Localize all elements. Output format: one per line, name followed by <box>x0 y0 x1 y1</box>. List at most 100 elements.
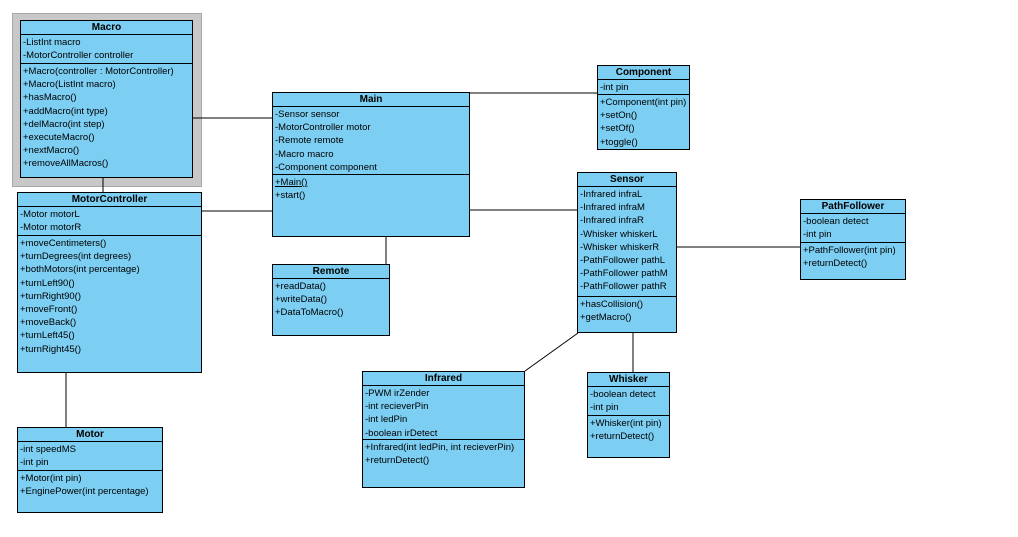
member-line: -PathFollower pathR <box>580 281 667 293</box>
class-title: Macro <box>21 21 192 35</box>
class-methods: +Whisker(int pin) +returnDetect() <box>588 415 669 457</box>
member-line: -Component component <box>275 161 377 173</box>
member-line: +hasMacro() <box>23 92 77 104</box>
member-line: +Main() <box>275 177 308 188</box>
class-attributes: -int speedMS-int pin <box>18 442 162 470</box>
member-line: +turnDegrees(int degrees) <box>20 251 132 263</box>
member-line: -int pin <box>600 82 629 93</box>
member-line: +PathFollower(int pin) <box>803 245 896 256</box>
member-line: -PathFollower pathM <box>580 268 668 280</box>
association-sensor-infrared[interactable] <box>524 332 579 372</box>
class-title: Motor <box>18 428 162 442</box>
member-line: +returnDetect() <box>365 455 430 467</box>
class-box-macro[interactable]: Macro -ListInt macro -MotorController con… <box>20 20 193 178</box>
class-methods: +Infrared(int ledPin, int recieverPin) +r… <box>363 439 524 487</box>
class-box-motorcontroller[interactable]: MotorController -Motor motorL-Motor moto… <box>17 192 202 373</box>
class-title: Remote <box>273 265 389 279</box>
member-line: -int pin <box>590 402 619 414</box>
class-attributes: -Sensor sensor -MotorController motor-Rem… <box>273 107 469 174</box>
member-line: +turnRight90() <box>20 290 81 302</box>
member-line: -Infrared infraM <box>580 202 645 214</box>
class-title: MotorController <box>18 193 201 207</box>
member-line: +readData() <box>275 281 326 292</box>
member-line: +toggle() <box>600 136 638 148</box>
class-methods: +Macro(controller : MotorController) +Mac… <box>21 63 192 177</box>
member-line: -PathFollower pathL <box>580 255 666 267</box>
class-attributes: -boolean detect -int pin <box>801 214 905 242</box>
class-methods: +Main() +start() <box>273 174 469 236</box>
member-line: +getMacro() <box>580 312 632 324</box>
member-line: -Whisker whiskerL <box>580 228 658 240</box>
class-attributes: -ListInt macro -MotorController controlle… <box>21 35 192 63</box>
member-line: +Infrared(int ledPin, int recieverPin) <box>365 442 515 453</box>
class-title: PathFollower <box>801 200 905 214</box>
member-line: -Macro macro <box>275 148 334 160</box>
member-line: +Motor(int pin) <box>20 473 82 484</box>
member-line: +EnginePower(int percentage) <box>20 486 149 498</box>
class-box-main[interactable]: Main -Sensor sensor -MotorController moto… <box>272 92 470 237</box>
class-attributes: -int pin <box>598 80 689 94</box>
class-methods: +Motor(int pin) +EnginePower(int percenta… <box>18 470 162 512</box>
member-line: +Macro(ListInt macro) <box>23 79 116 91</box>
member-line: +turnLeft45() <box>20 330 75 342</box>
member-line: -boolean detect <box>590 389 656 400</box>
member-line: +setOn() <box>600 110 638 122</box>
member-line: +setOf() <box>600 123 635 135</box>
member-line: -boolean irDetect <box>365 427 438 439</box>
member-line: -ListInt macro <box>23 37 81 48</box>
member-line: +moveBack() <box>20 317 77 329</box>
member-line: +returnDetect() <box>803 258 868 270</box>
class-box-remote[interactable]: Remote +readData()+writeData()+DataToMac… <box>272 264 390 336</box>
class-title: Main <box>273 93 469 107</box>
member-line: -Infrared infraL <box>580 189 643 200</box>
member-line: +turnRight45() <box>20 343 81 355</box>
member-line: -int recieverPin <box>365 401 429 413</box>
member-line: -MotorController controller <box>23 50 134 62</box>
member-line: +addMacro(int type) <box>23 105 108 117</box>
class-methods: +moveCentimeters() +turnDegrees(int degre… <box>18 235 201 372</box>
member-line: +moveCentimeters() <box>20 238 107 249</box>
member-line: +returnDetect() <box>590 431 655 443</box>
member-line: +nextMacro() <box>23 145 80 157</box>
member-line: +writeData() <box>275 294 327 306</box>
member-line: +delMacro(int step) <box>23 118 105 130</box>
member-line: -boolean detect <box>803 216 869 227</box>
class-box-pathfollower[interactable]: PathFollower -boolean detect -int pin +Pa… <box>800 199 906 280</box>
member-line: -int ledPin <box>365 414 408 426</box>
class-title: Sensor <box>578 173 676 187</box>
member-line: -int pin <box>803 229 832 241</box>
member-line: +executeMacro() <box>23 132 95 144</box>
class-title: Component <box>598 66 689 80</box>
member-line: +Whisker(int pin) <box>590 418 662 429</box>
member-line: +bothMotors(int percentage) <box>20 264 140 276</box>
member-line: -Motor motorR <box>20 222 82 234</box>
class-box-infrared[interactable]: Infrared -PWM irZender -int recieverPin-i… <box>362 371 525 488</box>
member-line: -int speedMS <box>20 444 76 455</box>
class-attributes: -boolean detect -int pin <box>588 387 669 415</box>
class-box-motor[interactable]: Motor -int speedMS-int pin +Motor(int pi… <box>17 427 163 513</box>
member-line: -Whisker whiskerR <box>580 241 660 253</box>
class-title: Infrared <box>363 372 524 386</box>
member-line: -PWM irZender <box>365 388 430 399</box>
class-attributes: -PWM irZender -int recieverPin-int ledPin… <box>363 386 524 439</box>
member-line: +hasCollision() <box>580 299 644 310</box>
member-line: -Motor motorL <box>20 209 80 220</box>
class-box-whisker[interactable]: Whisker -boolean detect -int pin +Whisker… <box>587 372 670 458</box>
member-line: +turnLeft90() <box>20 277 75 289</box>
class-attributes: -Infrared infraL -Infrared infraM-Infrare… <box>578 187 676 296</box>
member-line: -Remote remote <box>275 135 344 147</box>
member-line: -MotorController motor <box>275 122 371 134</box>
class-methods: +Component(int pin)+setOn()+setOf()+togg… <box>598 94 689 149</box>
member-line: +start() <box>275 190 306 202</box>
class-box-component[interactable]: Component -int pin +Component(int pin)+s… <box>597 65 690 150</box>
member-line: -Sensor sensor <box>275 109 340 120</box>
class-attributes: -Motor motorL -Motor motorR <box>18 207 201 235</box>
class-box-sensor[interactable]: Sensor -Infrared infraL-Infrared infraM-… <box>577 172 677 333</box>
class-title: Whisker <box>588 373 669 387</box>
member-line: +moveFront() <box>20 304 78 316</box>
member-line: -Infrared infraR <box>580 215 644 227</box>
class-methods: +readData()+writeData()+DataToMacro() <box>273 279 389 335</box>
member-line: +Macro(controller : MotorController) <box>23 66 174 77</box>
